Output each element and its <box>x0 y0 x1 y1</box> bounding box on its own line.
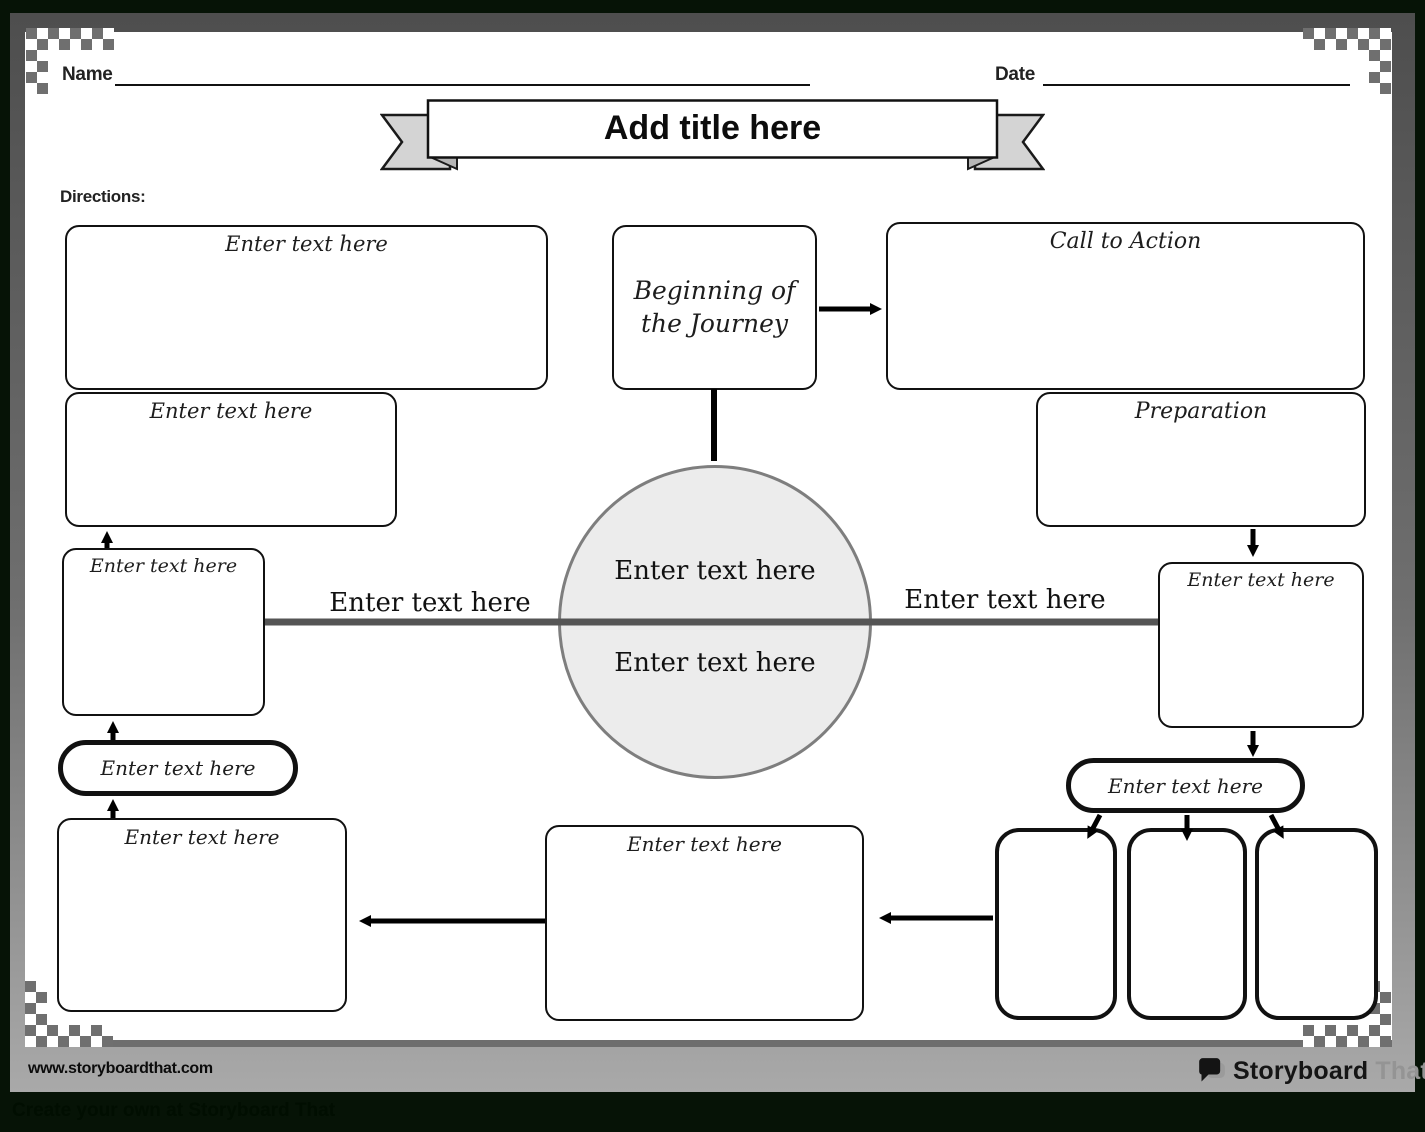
box-preparation[interactable]: Preparation <box>1036 392 1366 527</box>
box-right-small-label[interactable]: Enter text here <box>1187 569 1335 591</box>
directions-label: Directions: <box>60 187 146 206</box>
box-left-upper-label[interactable]: Enter text here <box>149 399 313 423</box>
box-call-to-action[interactable]: Call to Action <box>886 222 1365 390</box>
box-branch-1[interactable] <box>995 828 1117 1020</box>
pill-right[interactable]: Enter text here <box>1066 758 1305 813</box>
box-bottom-middle[interactable]: Enter text here <box>545 825 864 1021</box>
date-label: Date <box>995 64 1035 85</box>
name-field-line[interactable] <box>115 58 810 86</box>
center-circle[interactable] <box>558 465 872 779</box>
page-title[interactable]: Add title here <box>603 109 822 147</box>
box-right-small[interactable]: Enter text here <box>1158 562 1364 728</box>
box-beginning-label[interactable]: Beginning of the Journey <box>633 276 796 338</box>
speech-bubble-icon <box>1199 1058 1225 1082</box>
box-call-to-action-label[interactable]: Call to Action <box>1049 229 1202 254</box>
left-line-label[interactable]: Enter text here <box>329 588 531 618</box>
box-beginning-of-journey[interactable]: Beginning of the Journey <box>612 225 817 390</box>
name-label: Name <box>62 64 113 85</box>
checker-top-left-v <box>26 28 48 94</box>
box-top-left[interactable]: Enter text here <box>65 225 548 390</box>
box-top-left-label[interactable]: Enter text here <box>225 232 388 256</box>
brand-secondary-text: That <box>1375 1056 1425 1085</box>
checker-bottom-left-v <box>25 981 47 1047</box>
box-left-small[interactable]: Enter text here <box>62 548 265 716</box>
date-field-line[interactable] <box>1043 58 1350 86</box>
box-left-small-label[interactable]: Enter text here <box>89 555 238 577</box>
title-banner[interactable]: Add title here <box>380 99 1045 171</box>
box-left-upper[interactable]: Enter text here <box>65 392 397 527</box>
box-branch-3[interactable] <box>1255 828 1378 1020</box>
footer-divider <box>25 1040 1392 1047</box>
box-bottom-middle-label[interactable]: Enter text here <box>627 832 782 856</box>
right-line-label[interactable]: Enter text here <box>904 585 1106 615</box>
box-bottom-left-label[interactable]: Enter text here <box>124 825 280 849</box>
checker-top-left-h <box>26 28 114 50</box>
circle-top-text[interactable]: Enter text here <box>614 556 816 586</box>
circle-bottom-text[interactable]: Enter text here <box>614 648 816 678</box>
ribbon-graphic <box>380 99 1045 171</box>
pill-left-label[interactable]: Enter text here <box>100 756 256 780</box>
footer-tagline: Create your own at Storyboard That <box>12 1100 336 1121</box>
box-bottom-left[interactable]: Enter text here <box>57 818 347 1012</box>
box-preparation-label[interactable]: Preparation <box>1134 399 1268 424</box>
pill-left[interactable]: Enter text here <box>58 740 298 796</box>
checker-top-right-v <box>1369 28 1391 94</box>
checker-bottom-left-h <box>25 1025 113 1047</box>
pill-right-label[interactable]: Enter text here <box>1108 773 1263 798</box>
brand-primary-text: Storyboard <box>1233 1056 1369 1085</box>
box-branch-2[interactable] <box>1127 828 1247 1020</box>
website-url: www.storyboardthat.com <box>28 1060 213 1077</box>
